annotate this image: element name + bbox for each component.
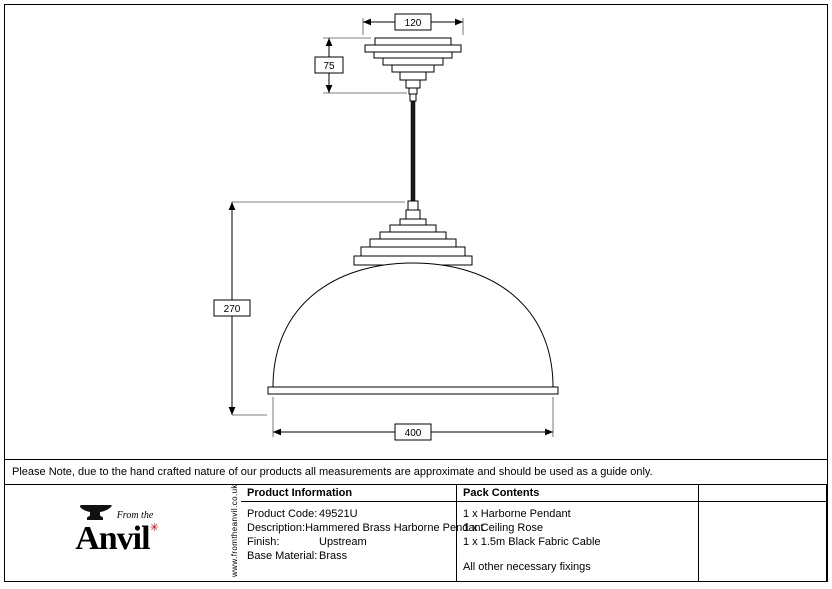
logo-top-row: From the xyxy=(5,497,241,521)
product-label: Description: xyxy=(247,522,306,534)
pack-contents-cell: 1 x Harborne Pendant 1 x Ceiling Rose 1 … xyxy=(457,502,699,581)
ceiling-rose-drawing xyxy=(364,37,462,102)
product-information-header: Product Information xyxy=(241,485,457,502)
product-label: Product Code: xyxy=(247,508,318,520)
empty-header-cell xyxy=(699,485,827,502)
pendant-technical-drawing: 120 75 270 400 xyxy=(213,13,559,441)
product-value: Upstream xyxy=(319,536,367,548)
cable-drawing xyxy=(407,100,419,211)
dimension-pendant-height xyxy=(232,201,405,416)
dim-label-120: 120 xyxy=(405,18,422,29)
empty-body-cell xyxy=(699,502,827,581)
approximate-measurements-note: Please Note, due to the hand crafted nat… xyxy=(4,459,828,485)
anvil-icon xyxy=(79,505,112,520)
product-value: Brass xyxy=(319,550,348,562)
spec-sheet: 120 75 270 400 xyxy=(4,4,828,582)
product-row: Description: Hammered Brass Harborne Pen… xyxy=(247,521,484,535)
pendant-shade-drawing xyxy=(267,209,559,395)
pack-contents-header: Pack Contents xyxy=(457,485,699,502)
pack-footer: All other necessary fixings xyxy=(463,561,591,573)
pack-item: 1 x Ceiling Rose xyxy=(463,522,544,534)
anvil-logo: From the Anvil✳ www.fromtheanvil.co.uk xyxy=(5,485,241,581)
product-row: Base Material: Brass xyxy=(247,549,452,563)
logo-name-row: Anvil✳ xyxy=(5,520,241,557)
dim-label-400: 400 xyxy=(405,428,422,439)
technical-drawing-panel: 120 75 270 400 xyxy=(4,4,828,460)
product-row: Product Code: 49521U xyxy=(247,507,452,521)
pack-item: 1 x Harborne Pendant xyxy=(463,508,571,520)
pack-item: 1 x 1.5m Black Fabric Cable xyxy=(463,536,601,548)
product-label: Base Material: xyxy=(247,550,318,562)
logo-name: Anvil xyxy=(75,520,150,557)
logo-star-icon: ✳ xyxy=(149,522,159,534)
dim-label-75: 75 xyxy=(323,61,335,72)
dim-label-270: 270 xyxy=(224,304,241,315)
product-info-table: Product Information Pack Contents From t… xyxy=(4,484,828,582)
logo-website: www.fromtheanvil.co.uk xyxy=(230,485,239,577)
product-label: Finish: xyxy=(247,536,280,548)
logo-from-the: From the xyxy=(116,510,154,521)
product-value: 49521U xyxy=(319,508,358,520)
product-row: Finish: Upstream xyxy=(247,535,452,549)
product-value: Hammered Brass Harborne Pendant xyxy=(305,522,484,534)
product-information-cell: Product Code: 49521U Description: Hammer… xyxy=(241,502,484,581)
